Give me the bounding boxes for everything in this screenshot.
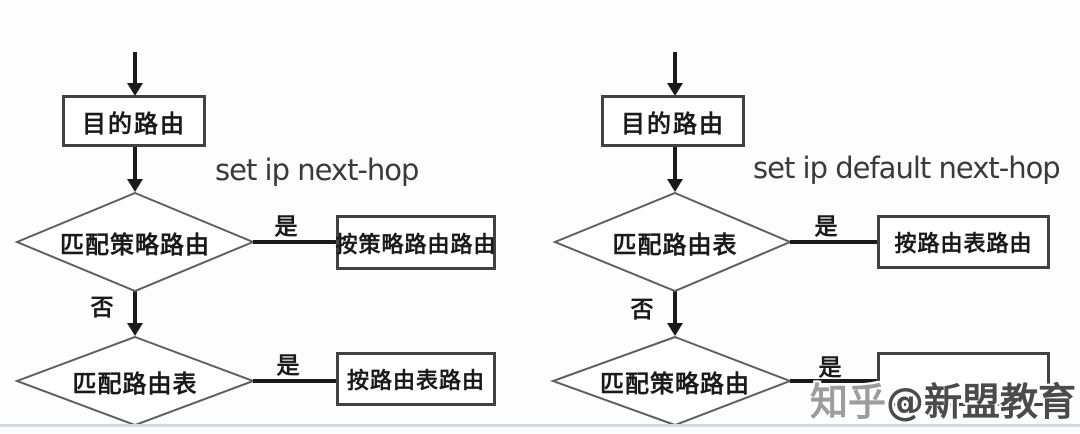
watermark-prefix: 知乎: [810, 380, 887, 424]
watermark: 知乎@新盟教育: [810, 371, 1076, 426]
left-decision2-label: 匹配路由表: [72, 369, 198, 398]
left-decision1-diamond: [14, 191, 256, 293]
left-no-label: 否: [90, 295, 114, 321]
arrow-down-icon: [667, 83, 683, 96]
watermark-name: @新盟教育: [886, 380, 1077, 424]
right-decision1-label: 匹配路由表: [612, 230, 738, 259]
right-no-label: 否: [630, 297, 654, 323]
arrow-down-icon: [127, 179, 143, 192]
arrow-down-icon: [127, 323, 143, 336]
bottom-divider-line: [0, 424, 1080, 427]
right-start-box: 目的路由: [601, 95, 745, 147]
left-yes1-label: 是: [274, 214, 298, 240]
left-command-label: set ip next-hop: [215, 153, 419, 187]
left-yes1-box: 按策略路由路由: [336, 215, 496, 270]
left-yes2-box: 按路由表路由: [336, 352, 496, 406]
right-command-label: set ip default next-hop: [753, 151, 1061, 185]
arrow-down-icon: [667, 323, 683, 336]
right-yes2-label: 是: [818, 355, 842, 381]
left-yes2-label: 是: [276, 353, 300, 379]
arrow-down-icon: [127, 83, 143, 96]
left-start-box: 目的路由: [62, 95, 206, 147]
right-yes1-box: 按路由表路由: [877, 215, 1050, 269]
right-decision2-label: 匹配策略路由: [600, 369, 750, 398]
left-decision1-label: 匹配策略路由: [60, 230, 210, 259]
arrow-down-icon: [667, 179, 683, 192]
right-yes2-box: [877, 352, 1050, 406]
right-yes1-label: 是: [814, 214, 838, 240]
right-decision1-diamond: [552, 191, 793, 293]
